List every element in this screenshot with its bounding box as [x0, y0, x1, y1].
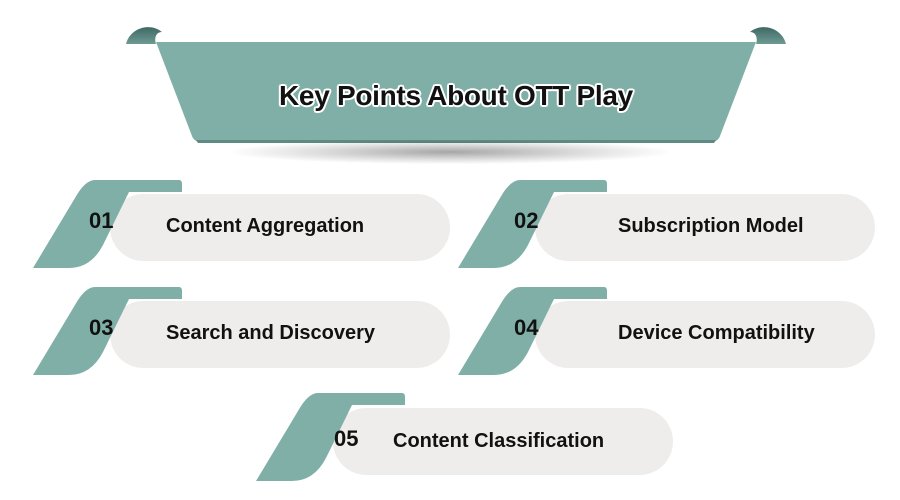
point-number-badge-shape [458, 180, 607, 268]
point-number-badge-shape [33, 287, 182, 375]
point-card-03: 03 Search and Discovery [33, 287, 453, 377]
point-label: Subscription Model [618, 215, 804, 237]
title-banner: Key Points About OTT Play [126, 22, 786, 157]
point-card-01: 01 Content Aggregation [33, 180, 453, 270]
point-number: 02 [514, 208, 539, 233]
point-label-background [535, 194, 875, 261]
point-card-05: 05 Content Classification [256, 393, 676, 483]
point-label: Search and Discovery [166, 322, 375, 344]
point-number: 05 [334, 426, 359, 451]
point-label-background [110, 301, 450, 368]
point-number-badge-shape [33, 180, 182, 268]
point-card-04: 04 Device Compatibility [458, 287, 878, 377]
banner-title: Key Points About OTT Play [279, 80, 633, 111]
point-label: Device Compatibility [618, 322, 815, 344]
banner-shadow [230, 140, 670, 164]
banner-ribbon-shape [126, 27, 786, 143]
point-number: 03 [89, 315, 114, 340]
point-label-background [110, 194, 450, 261]
point-label-background [535, 301, 875, 368]
point-card-02: 02 Subscription Model [458, 180, 878, 270]
point-number-badge-shape [458, 287, 607, 375]
point-number: 01 [89, 208, 114, 233]
point-number: 04 [514, 315, 539, 340]
point-label-background [333, 408, 673, 475]
point-label: Content Aggregation [166, 215, 365, 237]
point-label: Content Classification [393, 430, 605, 452]
point-number-badge-shape [256, 393, 405, 481]
